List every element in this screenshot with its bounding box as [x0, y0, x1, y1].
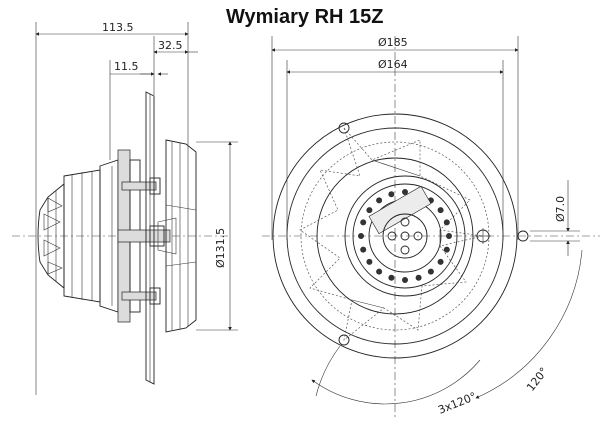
terminal-dot: [437, 258, 444, 265]
terminal-dot: [376, 197, 383, 204]
mounting-hole-right: [475, 228, 529, 244]
terminal-dot: [427, 268, 434, 275]
terminal-dot: [446, 233, 452, 239]
front-view: Ø185 Ø164: [262, 36, 600, 420]
mounting-hole-bottom: [338, 334, 350, 346]
terminal-dot: [358, 233, 364, 239]
terminal-dot: [402, 189, 408, 195]
dim-7-0: Ø7.0: [554, 196, 567, 222]
dim-32-5: 32.5: [158, 39, 183, 52]
terminal-dot: [415, 274, 422, 281]
terminal-dot: [360, 219, 367, 226]
dim-3x120: 3x120°: [436, 390, 478, 417]
dim-164: Ø164: [378, 58, 408, 71]
dim-131-5: Ø131.5: [214, 228, 227, 268]
central-connector: [368, 185, 432, 259]
terminal-dot: [388, 191, 395, 198]
side-view: 113.5 32.5 11.5: [12, 21, 238, 395]
dim-185: Ø185: [378, 36, 408, 49]
dim-11-5: 11.5: [114, 60, 139, 73]
terminal-dot: [402, 277, 408, 283]
terminal-dot: [360, 246, 367, 253]
terminal-dot: [388, 274, 395, 281]
terminal-dot: [443, 246, 450, 253]
terminal-dot: [376, 268, 383, 275]
dim-113-5: 113.5: [102, 21, 134, 34]
terminal-dot: [443, 219, 450, 226]
terminal-dot: [437, 207, 444, 214]
terminal-dot: [366, 207, 373, 214]
terminal-dot: [366, 258, 373, 265]
drawing-title: Wymiary RH 15Z: [226, 6, 384, 28]
mounting-hole-top: [338, 122, 350, 134]
dim-120: 120°: [524, 365, 551, 394]
